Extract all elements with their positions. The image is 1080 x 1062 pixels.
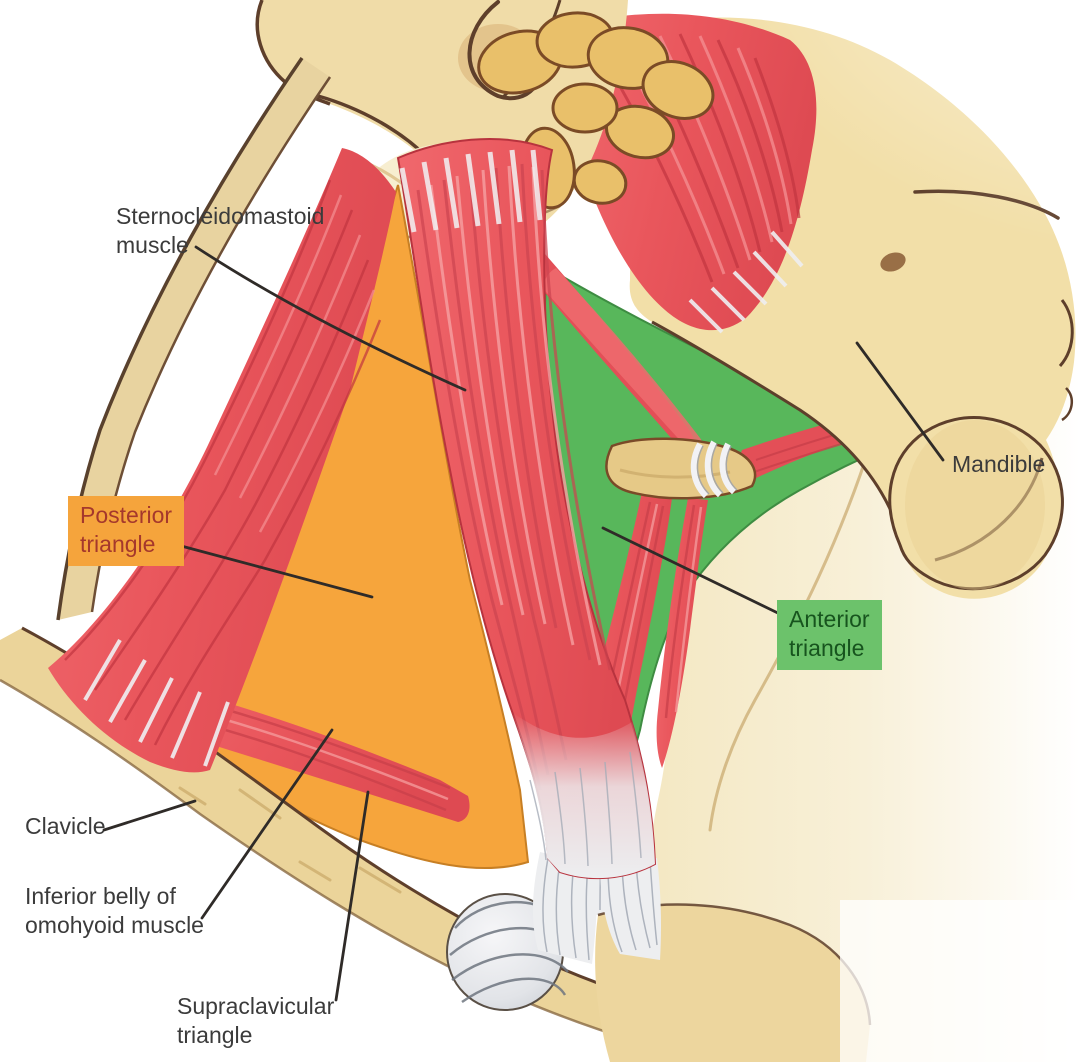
label-anterior-triangle: Anterior triangle — [777, 600, 882, 670]
scm-tendon-heads — [532, 852, 661, 964]
manubrium-bone — [595, 900, 1080, 1062]
leader-sternocleidomastoid — [194, 245, 467, 392]
leader-anterior-triangle — [601, 526, 786, 618]
label-clavicle: Clavicle — [25, 813, 106, 839]
leader-supraclavicular — [334, 790, 370, 1002]
sternocleidomastoid-muscle — [396, 137, 657, 880]
trapezius-muscle — [48, 148, 396, 773]
masseter-muscle — [564, 13, 817, 334]
label-supraclavicular-triangle: Supraclavicular triangle — [177, 993, 335, 1048]
leader-posterior-triangle — [168, 541, 374, 599]
leader-mandible — [855, 341, 945, 462]
label-mandible: Mandible — [952, 451, 1046, 477]
leader-lines — [102, 245, 945, 1002]
label-posterior-triangle: Posterior triangle — [68, 496, 185, 566]
scm-mastoid-fibers — [399, 149, 543, 233]
trapezius-insertion-fibers — [83, 638, 230, 767]
digastric-tendon-rings — [690, 440, 737, 499]
leader-inferior-omohyoid — [200, 728, 334, 920]
label-inferior-belly-omohyoid: Inferior belly of omohyoid muscle — [25, 883, 204, 938]
label-sternocleidomastoid-muscle: Sternocleidomastoid muscle — [116, 203, 325, 258]
hyoid-bone — [605, 437, 757, 500]
chin — [888, 416, 1064, 591]
masseter-insertion-fibers — [688, 230, 804, 334]
leader-clavicle — [102, 799, 197, 832]
